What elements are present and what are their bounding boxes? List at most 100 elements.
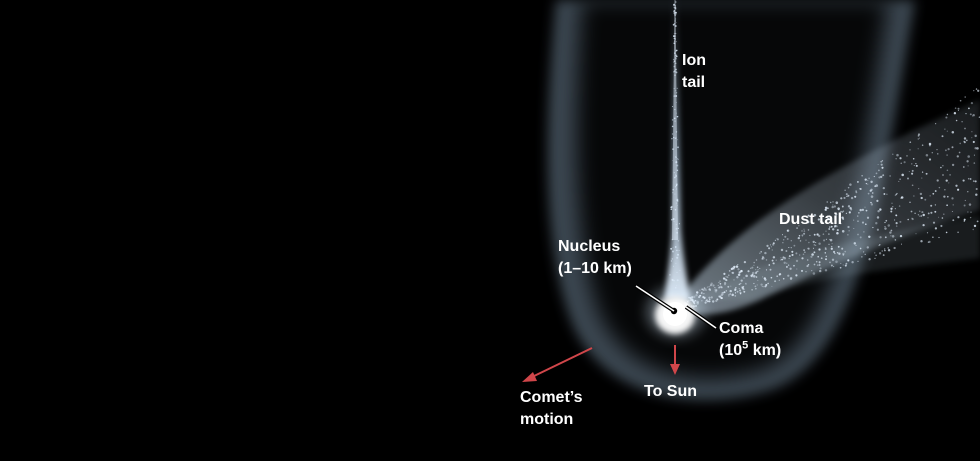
- dust-particle: [881, 160, 884, 162]
- dust-particle: [715, 299, 718, 302]
- dust-particle: [811, 253, 814, 256]
- dust-particle: [829, 261, 831, 264]
- dust-particle: [828, 228, 831, 230]
- dust-particle: [751, 289, 753, 291]
- dust-particle: [805, 271, 807, 273]
- dust-particle: [776, 238, 779, 241]
- dust-particle: [957, 109, 959, 112]
- dust-particle: [818, 269, 822, 273]
- dust-particle: [788, 255, 791, 258]
- dust-particle: [819, 221, 822, 223]
- dust-particle: [884, 227, 887, 230]
- dust-particle: [833, 251, 836, 253]
- dust-particle: [716, 298, 719, 301]
- dust-particle: [810, 255, 813, 258]
- to-sun-label: To Sun: [644, 381, 697, 403]
- dust-particle: [973, 154, 975, 156]
- dust-particle: [813, 244, 815, 246]
- dust-particle: [839, 266, 842, 269]
- dust-particle: [772, 262, 775, 265]
- dust-particle: [835, 201, 839, 204]
- dust-particle: [915, 164, 918, 167]
- dust-particle: [818, 264, 821, 266]
- dust-particle: [838, 252, 841, 255]
- dust-particle: [915, 163, 917, 165]
- dust-particle: [774, 280, 777, 283]
- dust-particle: [969, 178, 972, 180]
- dust-particle: [754, 285, 757, 288]
- dust-particle: [827, 207, 829, 210]
- dust-particle: [895, 158, 897, 160]
- dust-tail-label-text: Dust tail: [779, 211, 843, 228]
- dust-particle: [919, 192, 923, 196]
- dust-particle: [702, 296, 705, 299]
- dust-particle: [760, 283, 763, 286]
- dust-particle: [807, 214, 810, 217]
- dust-particle: [730, 285, 732, 287]
- dust-particle: [706, 286, 709, 288]
- dust-particle: [884, 236, 887, 239]
- dust-particle: [828, 233, 830, 235]
- dust-particle: [868, 258, 871, 261]
- dust-particle: [765, 269, 768, 271]
- dust-particle: [911, 184, 914, 187]
- dust-particle: [878, 244, 880, 247]
- dust-particle: [795, 259, 799, 263]
- dust-particle: [940, 166, 942, 169]
- dust-particle: [720, 286, 723, 289]
- dust-particle: [879, 208, 882, 211]
- dust-particle: [890, 235, 892, 237]
- dust-particle: [847, 186, 850, 189]
- dust-particle: [858, 212, 860, 214]
- dust-particle: [805, 239, 807, 241]
- dust-particle: [770, 246, 772, 248]
- dust-particle: [855, 191, 858, 194]
- dust-particle: [951, 146, 954, 149]
- dust-particle: [780, 257, 782, 259]
- dust-particle: [930, 204, 933, 207]
- dust-particle: [932, 236, 934, 239]
- dust-particle: [699, 289, 701, 291]
- dust-particle: [834, 252, 836, 255]
- dust-particle: [778, 272, 782, 276]
- dust-particle: [786, 238, 789, 240]
- dust-particle: [830, 225, 833, 228]
- dust-particle: [857, 220, 859, 222]
- dust-particle: [834, 225, 836, 228]
- dust-particle: [833, 205, 837, 208]
- dust-particle: [941, 135, 944, 138]
- dust-particle: [701, 288, 704, 291]
- dust-particle: [819, 267, 822, 270]
- dust-tail-label: Dust tail: [779, 209, 842, 231]
- dust-particle: [745, 282, 747, 285]
- dust-particle: [878, 252, 882, 255]
- dust-particle: [726, 276, 729, 278]
- dust-particle: [854, 195, 857, 198]
- dust-particle: [946, 113, 949, 116]
- dust-particle: [811, 216, 813, 218]
- dust-particle: [847, 234, 849, 236]
- dust-particle: [956, 155, 959, 158]
- dust-particle: [786, 262, 788, 264]
- dust-particle: [722, 293, 724, 295]
- dust-particle: [944, 128, 946, 130]
- dust-particle: [756, 284, 758, 286]
- dust-particle: [807, 221, 809, 224]
- dust-particle: [798, 225, 800, 227]
- dust-particle: [946, 169, 949, 172]
- comet-motion-label-line1: Comet’s: [520, 389, 583, 406]
- dust-particle: [867, 179, 869, 181]
- dust-particle: [946, 154, 948, 156]
- dust-particle: [825, 255, 828, 258]
- ion-particle: [670, 206, 673, 209]
- dust-particle: [708, 288, 711, 291]
- dust-particle: [801, 234, 804, 237]
- dust-particle: [813, 263, 816, 266]
- comet-motion-label: Comet’s motion: [520, 387, 583, 431]
- dust-particle: [976, 147, 979, 150]
- dust-particle: [728, 270, 731, 272]
- dust-particle: [881, 166, 884, 169]
- dust-particle: [871, 192, 874, 194]
- dust-particle: [785, 265, 788, 268]
- dust-particle: [932, 221, 936, 224]
